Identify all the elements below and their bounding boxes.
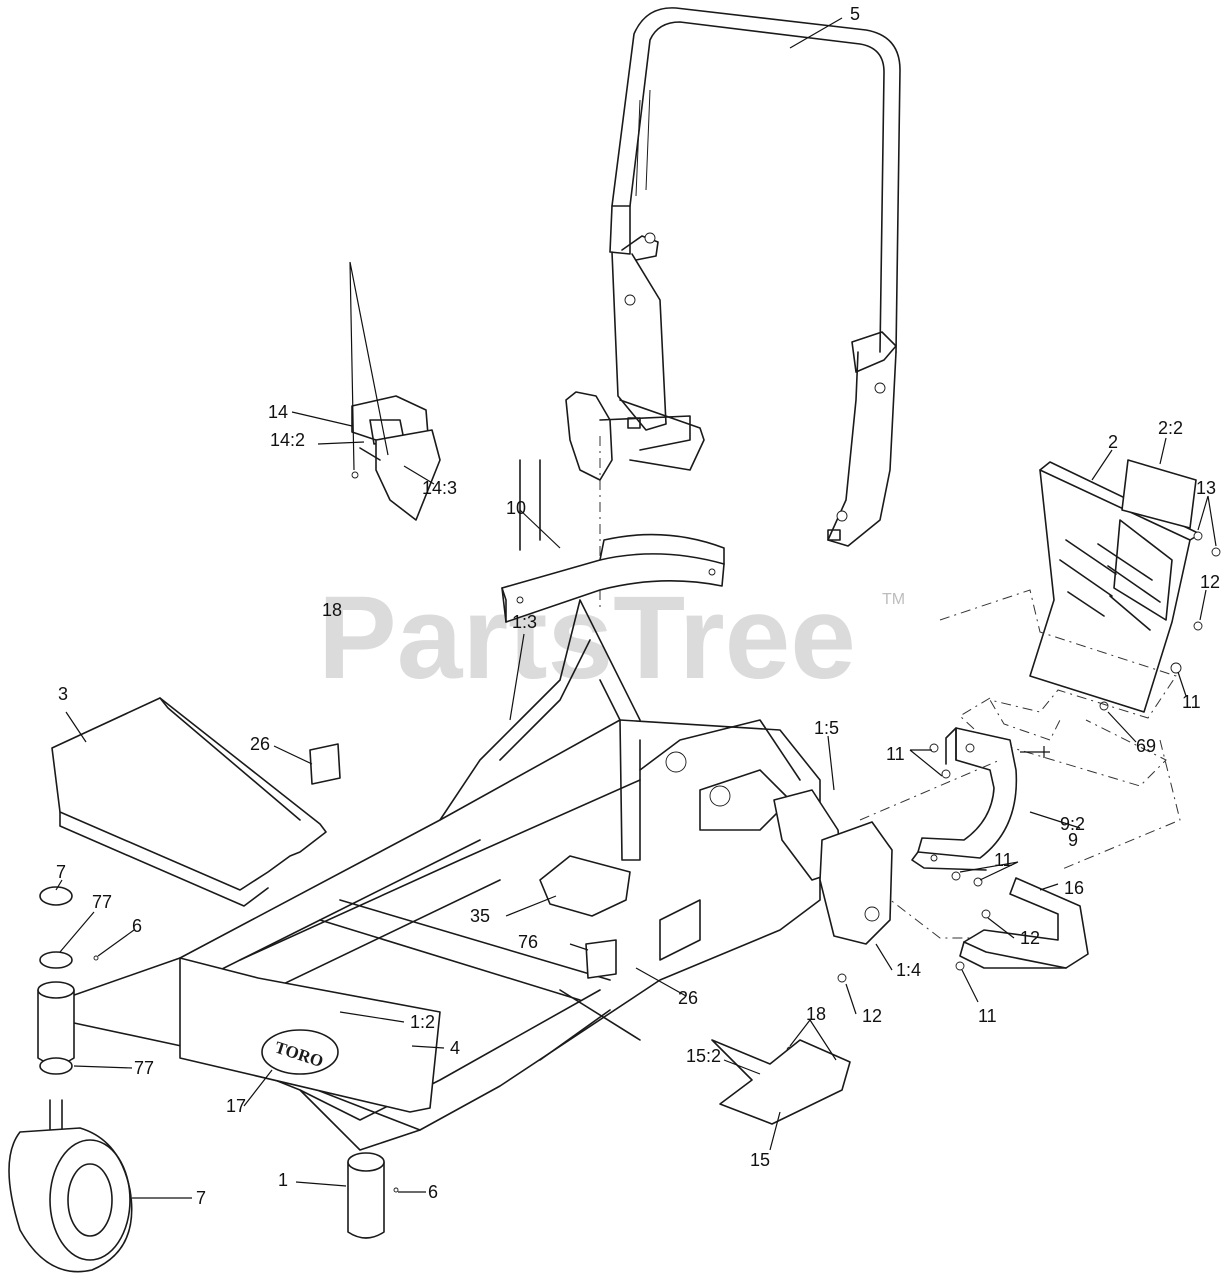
callout-6b[interactable]: 6 (428, 1182, 438, 1202)
callout-9[interactable]: 9 (1068, 830, 1078, 850)
bushing-part-77-top[interactable] (39, 951, 73, 969)
engine-mount-part-9[interactable] (911, 727, 1018, 871)
footrest-plate-part-3[interactable] (51, 697, 327, 907)
callout-1-3[interactable]: 1:3 (512, 612, 537, 632)
decal-part-26-left[interactable] (309, 743, 341, 785)
callout-3[interactable]: 3 (58, 684, 68, 704)
callout-12c[interactable]: 12 (862, 1006, 882, 1026)
callout-12a[interactable]: 12 (1200, 572, 1220, 592)
callout-77b[interactable]: 77 (134, 1058, 154, 1078)
bracket-part-10[interactable] (501, 533, 725, 623)
decal-part-2-2[interactable] (1121, 459, 1197, 529)
callout-10[interactable]: 10 (506, 498, 526, 518)
callout-7b[interactable]: 7 (196, 1188, 206, 1208)
shield-part-16[interactable] (959, 877, 1089, 969)
bushing-part-77-bottom[interactable] (39, 1057, 73, 1075)
caster-tube-right[interactable] (347, 1152, 385, 1239)
rear-bolts[interactable] (1099, 531, 1221, 711)
bracket-part-35[interactable] (539, 855, 631, 917)
bracket-part-15[interactable] (711, 1039, 851, 1125)
callout-9-2[interactable]: 9:2 (1060, 814, 1085, 834)
callout-18a[interactable]: 18 (322, 600, 342, 620)
caster-cap-part-7[interactable] (39, 886, 73, 906)
callout-14-3[interactable]: 14:3 (422, 478, 457, 498)
callout-15[interactable]: 15 (750, 1150, 770, 1170)
bracket-part-14-3[interactable] (375, 429, 441, 521)
caster-wheel-part-7[interactable] (8, 1099, 133, 1273)
callout-17[interactable]: 17 (226, 1096, 246, 1116)
callout-35[interactable]: 35 (470, 906, 490, 926)
callout-69[interactable]: 69 (1136, 736, 1156, 756)
caster-tube[interactable] (37, 981, 75, 1065)
callout-11c[interactable]: 11 (994, 850, 1013, 870)
leader-lines (55, 17, 1217, 1199)
callout-5[interactable]: 5 (850, 4, 860, 24)
callouts: 5 2 2:2 13 12 11 69 10 18 14 14:2 14:3 1… (56, 4, 1220, 1208)
callout-18b[interactable]: 18 (806, 1004, 826, 1024)
callout-11b[interactable]: 11 (886, 744, 905, 764)
callout-12b[interactable]: 12 (1020, 928, 1040, 948)
callout-16[interactable]: 16 (1064, 878, 1084, 898)
callout-1-5[interactable]: 1:5 (814, 718, 839, 738)
callout-26a[interactable]: 26 (250, 734, 270, 754)
callout-15-2[interactable]: 15:2 (686, 1046, 721, 1066)
callout-6a[interactable]: 6 (132, 916, 142, 936)
callout-1[interactable]: 1 (278, 1170, 288, 1190)
plate-part-1-4[interactable] (819, 821, 893, 945)
callout-76[interactable]: 76 (518, 932, 538, 952)
callout-26b[interactable]: 26 (678, 988, 698, 1008)
callout-14[interactable]: 14 (268, 402, 288, 422)
callout-77a[interactable]: 77 (92, 892, 112, 912)
decal-part-76[interactable] (585, 939, 617, 979)
callout-7a[interactable]: 7 (56, 862, 66, 882)
callout-11d[interactable]: 11 (978, 1006, 997, 1026)
callout-14-2[interactable]: 14:2 (270, 430, 305, 450)
callout-4[interactable]: 4 (450, 1038, 460, 1058)
callout-2-2[interactable]: 2:2 (1158, 418, 1183, 438)
callout-13[interactable]: 13 (1196, 478, 1216, 498)
toro-plate-part-17[interactable]: TORO (179, 957, 441, 1113)
callout-11a[interactable]: 11 (1182, 692, 1201, 712)
bracket-part-1-3[interactable] (519, 391, 613, 551)
callout-1-4[interactable]: 1:4 (896, 960, 921, 980)
roll-bar-part-5[interactable] (609, 7, 901, 547)
watermark-trademark: TM (882, 591, 905, 608)
callout-1-2[interactable]: 1:2 (410, 1012, 435, 1032)
callout-2[interactable]: 2 (1108, 432, 1118, 452)
